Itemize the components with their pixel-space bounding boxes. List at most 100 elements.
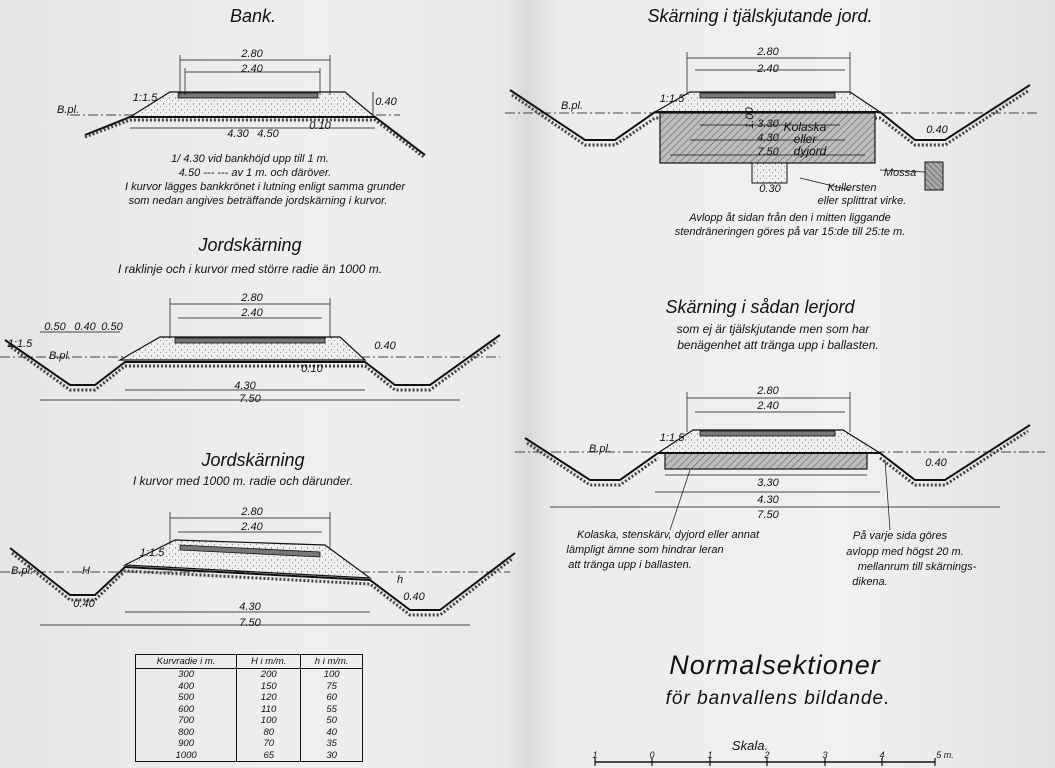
clay-subtitle-1: som ej är tjälskjutande men som har [676,322,870,336]
cut1-dim-050-b: 0.50 [101,321,123,333]
cut1-dim-240: 2.40 [241,307,263,319]
table-cell: 35 [300,738,363,750]
table-cell: 200 [236,668,302,681]
table-cell: 300 [134,668,238,681]
cut2-subtitle: I kurvor med 1000 m. radie och därunder. [132,474,354,488]
bank-note-2: 4.50 --- --- av 1 m. och däröver. [178,167,332,179]
cut1-slope: 1:1.5 [7,338,33,350]
cut2-section [0,512,516,626]
clay-note-left-1: Kolaska, stenskärv, dyjord eller annat [577,529,759,541]
table-cell: 100 [300,668,363,681]
frost-title: Skärning i tjälskjutande jord. [647,6,873,26]
cut1-dim-280: 2.80 [241,292,263,304]
frost-dim-030: 0.30 [759,183,781,195]
bank-note-1: 1/ 4.30 vid bankhöjd upp till 1 m. [171,153,329,165]
cut1-section [0,298,501,401]
frost-dim-280: 2.80 [757,46,779,58]
clay-note-right-3: mellanrum till skärnings- [857,561,977,573]
cut2-dim-040: 0.40 [73,598,95,610]
cut2-bpl: B.pl. [10,565,34,577]
table-cell: 100 [236,715,302,727]
table-cell: 400 [134,680,238,692]
frost-dim-430: 4.30 [757,132,779,144]
cut2-H: H [82,565,90,577]
cut1-dim-040: 0.40 [74,321,96,333]
frost-label-dyjord: dyjord [793,144,827,158]
bank-dim-040: 0.40 [375,96,397,108]
cut1-dim-750: 7.50 [239,393,261,405]
clay-dim-330: 3.30 [757,477,779,489]
curve-table-header-h: h i m/m. [300,654,363,669]
cut1-subtitle: I raklinje och i kurvor med större radie… [117,262,383,276]
table-cell: 50 [300,715,363,727]
table-cell: 55 [300,703,363,715]
table-cell: 40 [300,726,363,738]
scale-tick: 2 [764,750,770,760]
clay-note-right-1: På varje sida göres [852,530,948,542]
scale-tick: 0 [649,750,655,760]
cut2-h: h [396,574,404,586]
frost-label-kullersten: Kullersten [827,182,877,194]
scale-label: Skala. [731,738,769,753]
cut1-dim-040-r: 0.40 [374,340,396,352]
clay-title: Skärning i sådan lerjord [665,297,855,317]
main-title: Normalsektioner [669,650,881,680]
table-cell: 60 [300,692,363,704]
table-cell: 150 [236,680,302,692]
cut2-dim-240: 2.40 [241,521,263,533]
scale-tick: 1 [592,750,598,760]
scale-tick: 5 m. [936,750,954,760]
bank-section [70,55,426,160]
cut2-dim-280: 2.80 [241,506,263,518]
table-cell: 65 [236,749,302,762]
frost-slope: 1:1.5 [659,93,685,105]
table-cell: 1000 [134,749,238,762]
curve-table-header-radius: Kurvradie i m. [134,654,238,669]
cut2-slope: 1:1.5 [139,547,165,559]
bank-dim-450: 4.50 [257,128,279,140]
scale-tick: 3 [822,750,828,760]
table-cell: 80 [236,726,302,738]
table-cell: 900 [134,738,238,750]
clay-section [515,392,1045,531]
cut1-bpl: B.pl. [48,350,72,362]
table-cell: 110 [236,703,302,715]
clay-bpl: B.pl. [588,443,612,455]
frost-note-1: Avlopp åt sidan från den i mitten liggan… [689,212,891,224]
frost-dim-240: 2.40 [757,63,779,75]
frost-label-virke: eller splittrat virke. [817,195,907,207]
bank-title: Bank. [229,6,277,26]
frost-dim-330: 3.30 [757,118,779,130]
scale-tick: 1 [707,750,713,760]
clay-note-left-3: att tränga upp i ballasten. [568,559,692,571]
clay-dim-240: 2.40 [757,400,779,412]
curve-table-header-H: H i m/m. [236,654,302,669]
cut1-dim-050-a: 0.50 [44,321,66,333]
cut2-title: Jordskärning [201,450,305,470]
bank-dim-240: 2.40 [241,63,263,75]
frost-dim-040: 0.40 [926,124,948,136]
scale-tick: 4 [879,750,885,760]
main-subtitle: för banvallens bildande. [665,688,891,709]
bank-dim-280: 2.80 [241,48,263,60]
table-cell: 75 [300,680,363,692]
frost-dim-100: 1.00 [744,107,756,129]
cut2-dim-750: 7.50 [239,617,261,629]
frost-section [505,52,1040,191]
table-cell: 600 [134,703,238,715]
cut2-dim-430: 4.30 [239,601,261,613]
bank-note-4: som nedan angives beträffande jordskärni… [128,195,388,207]
bank-bpl: B.pl. [56,104,80,116]
cut2-dim-040-r: 0.40 [403,591,425,603]
table-cell: 70 [236,738,302,750]
